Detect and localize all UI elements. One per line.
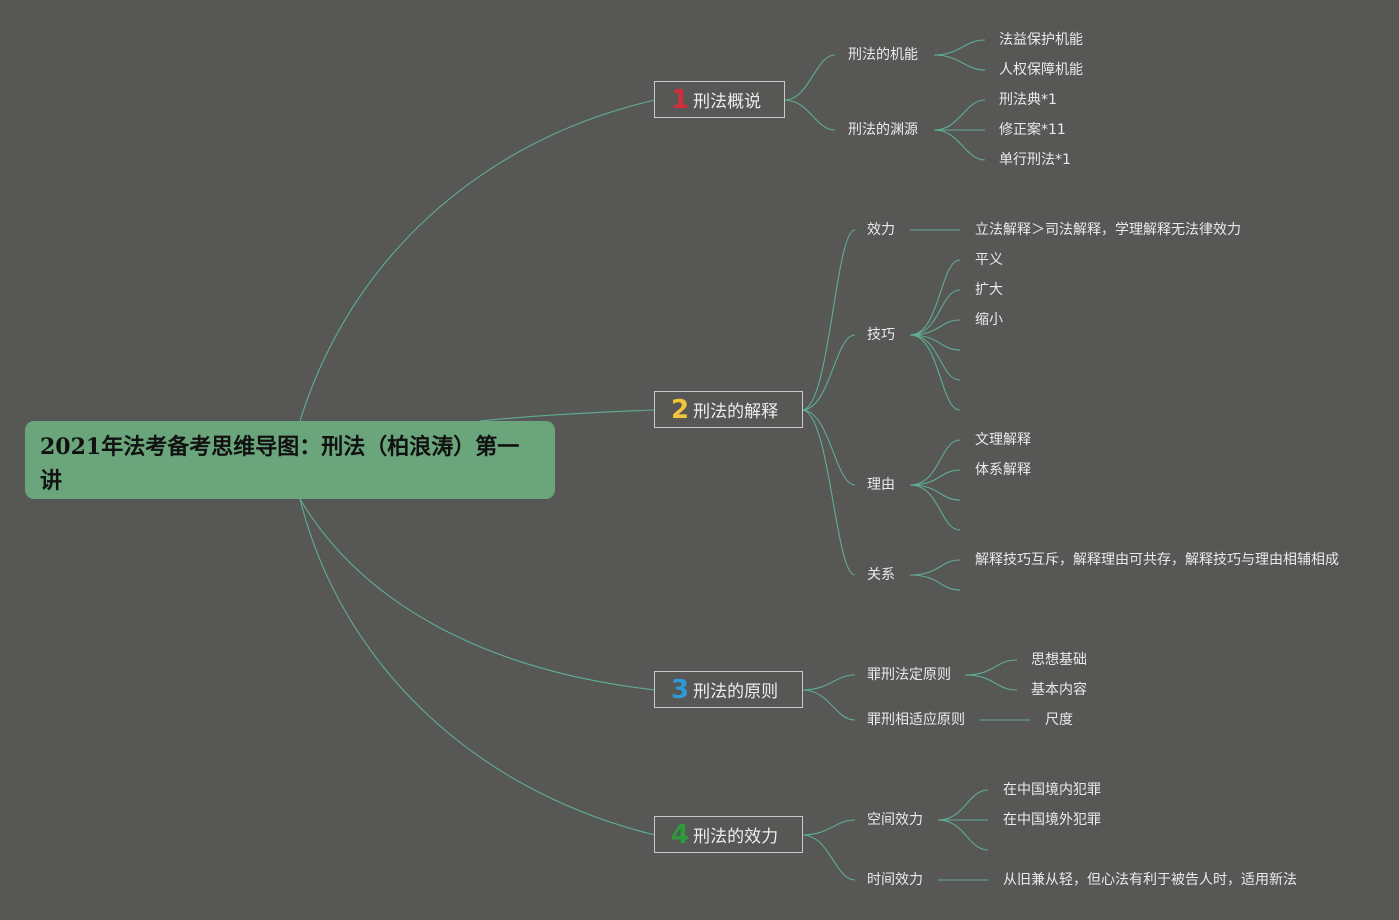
topic-legality[interactable]: 罪刑法定原则 xyxy=(867,667,951,683)
branch-label: 刑法概说 xyxy=(693,92,762,112)
topic-item[interactable]: 从旧兼从轻，但心法有利于被告人时，适用新法 xyxy=(1003,872,1297,888)
topic-item[interactable]: 扩大 xyxy=(975,282,1003,298)
topic-item[interactable]: 解释技巧互斥，解释理由可共存，解释技巧与理由相辅相成 xyxy=(975,552,1339,568)
topic-item[interactable]: 法益保护机能 xyxy=(999,32,1083,48)
branch-label: 刑法的原则 xyxy=(693,682,779,702)
branch-interpretation[interactable]: 2 刑法的解释 xyxy=(654,391,803,428)
topic-technique[interactable]: 技巧 xyxy=(867,327,895,343)
topic-item[interactable]: 缩小 xyxy=(975,312,1003,328)
branch-number: 3 xyxy=(671,674,690,705)
topic-item[interactable]: 体系解释 xyxy=(975,462,1031,478)
branch-label: 刑法的效力 xyxy=(693,827,779,847)
topic-proportion[interactable]: 罪刑相适应原则 xyxy=(867,712,965,728)
topic-item[interactable]: 平义 xyxy=(975,252,1003,268)
link-root-b2 xyxy=(479,409,656,422)
branch-number: 4 xyxy=(671,819,690,850)
topic-space[interactable]: 空间效力 xyxy=(867,812,923,828)
topic-item[interactable]: 在中国境内犯罪 xyxy=(1003,782,1101,798)
topic-function[interactable]: 刑法的机能 xyxy=(848,47,918,63)
central-topic[interactable]: 2021年法考备考思维导图：刑法（柏浪涛）第一讲 xyxy=(25,421,555,499)
topic-effect[interactable]: 效力 xyxy=(867,222,895,238)
branch-number: 2 xyxy=(671,394,690,425)
branch-effect[interactable]: 4 刑法的效力 xyxy=(654,816,803,853)
topic-item[interactable]: 单行刑法*1 xyxy=(999,152,1071,168)
branch-label: 刑法的解释 xyxy=(693,402,779,422)
topic-item[interactable]: 文理解释 xyxy=(975,432,1031,448)
link-root-b4 xyxy=(299,498,656,836)
topic-source[interactable]: 刑法的渊源 xyxy=(848,122,918,138)
branch-criminal-law-overview[interactable]: 1 刑法概说 xyxy=(654,81,785,118)
topic-item[interactable]: 在中国境外犯罪 xyxy=(1003,812,1101,828)
topic-item[interactable]: 基本内容 xyxy=(1031,682,1087,698)
topic-item[interactable]: 刑法典*1 xyxy=(999,92,1057,108)
topic-relation[interactable]: 关系 xyxy=(867,567,895,583)
link-root-b3 xyxy=(299,498,656,691)
topic-item[interactable]: 立法解释＞司法解释，学理解释无法律效力 xyxy=(975,222,1241,238)
topic-item[interactable]: 尺度 xyxy=(1045,712,1073,728)
topic-item[interactable]: 修正案*11 xyxy=(999,122,1066,138)
topic-item[interactable]: 思想基础 xyxy=(1031,652,1087,668)
topic-item[interactable]: 人权保障机能 xyxy=(999,62,1083,78)
topic-reason[interactable]: 理由 xyxy=(867,477,895,493)
branch-number: 1 xyxy=(671,84,690,115)
link-root-b1 xyxy=(299,99,656,422)
topic-time[interactable]: 时间效力 xyxy=(867,872,923,888)
branch-principles[interactable]: 3 刑法的原则 xyxy=(654,671,803,708)
